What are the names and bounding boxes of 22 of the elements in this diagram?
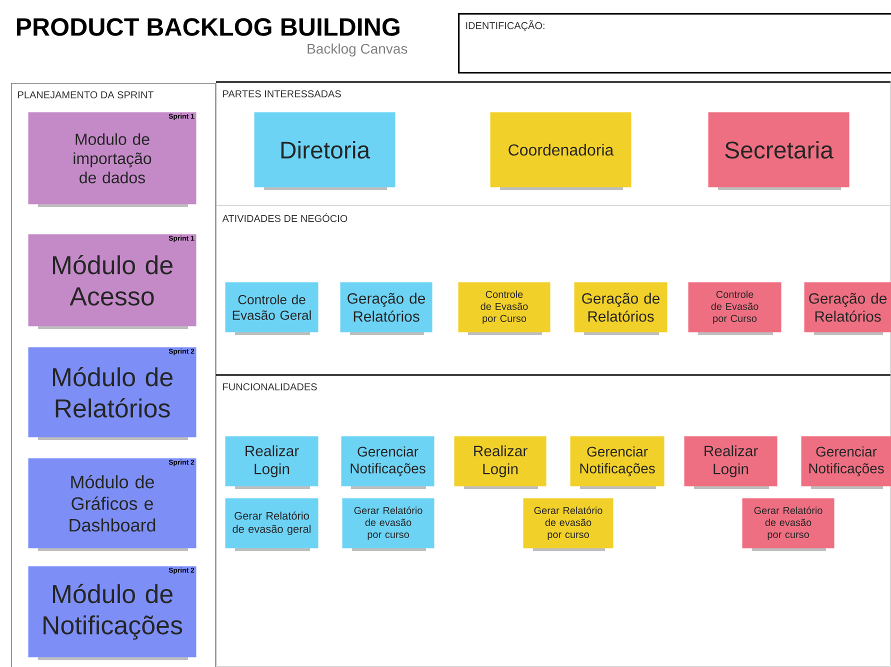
sticky-note: Geração de Relatórios: [804, 282, 891, 335]
sticky-note: Gerar Relatório de evasão por curso: [523, 498, 614, 551]
sticky-note: Diretoria: [254, 112, 396, 190]
sticky-note: Realizar Login: [454, 436, 546, 489]
sticky-note: Controle de Evasão por Curso: [688, 282, 782, 335]
sticky-note: Gerar Relatório de evasão por curso: [742, 498, 834, 551]
sticky-note: Controle de Evasão Geral: [225, 282, 318, 335]
sticky-note: Gerenciar Notificações: [570, 436, 664, 489]
subtitle: Backlog Canvas: [308, 43, 408, 57]
sticky-note: Controle de Evasão por Curso: [458, 282, 550, 335]
sticky-note: Gerenciar Notificações: [801, 436, 891, 489]
sticky-note: Coordenadoria: [490, 112, 632, 190]
sticky-note: Gerar Relatório de evasão por curso: [342, 498, 434, 551]
title: PRODUCT BACKLOG BUILDING: [16, 18, 400, 36]
sticky-note: Realizar Login: [225, 436, 318, 489]
sticky-note: Gerar Relatório de evasão geral: [225, 498, 318, 551]
sticky-note: Geração de Relatórios: [574, 282, 668, 335]
sticky-note: Geração de Relatórios: [340, 282, 432, 335]
input-field: IDENTIFICAÇÃO:: [458, 13, 891, 74]
sticky-note: Secretaria: [708, 112, 850, 190]
sticky-note: Realizar Login: [684, 436, 778, 489]
sticky-note: Gerenciar Notificações: [341, 436, 434, 489]
